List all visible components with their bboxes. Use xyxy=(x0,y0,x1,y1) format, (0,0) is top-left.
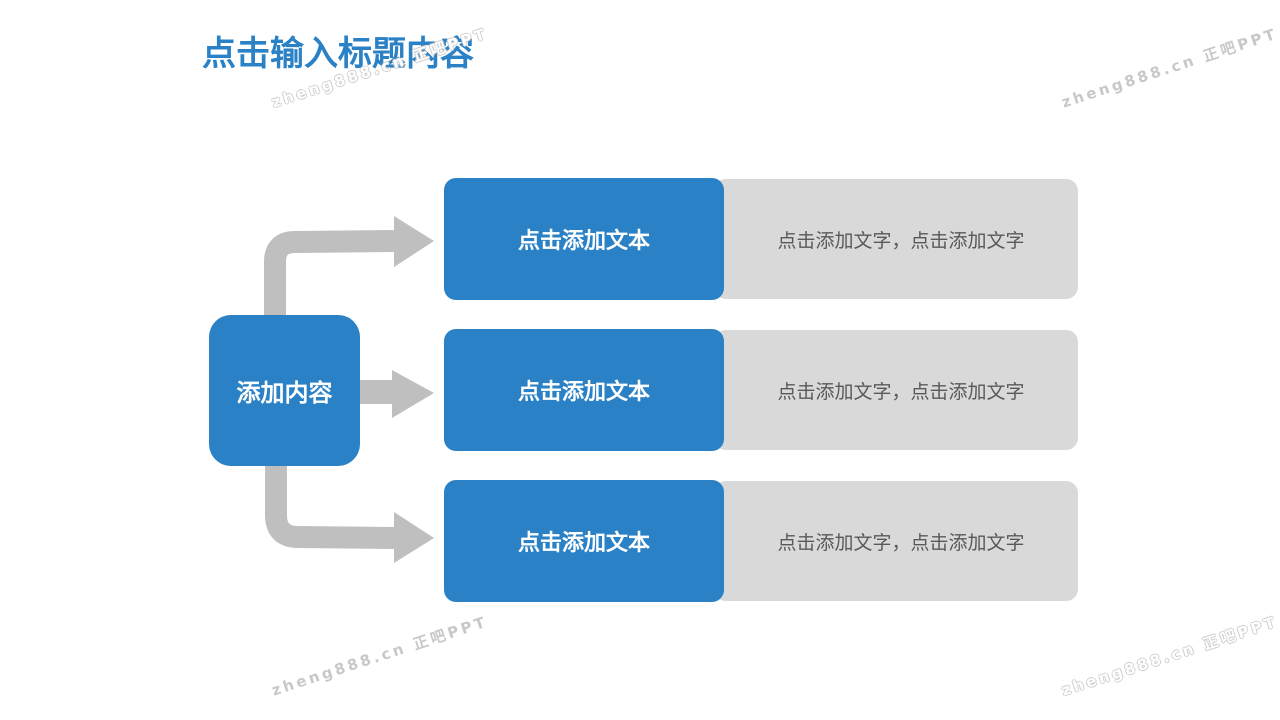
diagram-row: 点击添加文本 点击添加文字，点击添加文字 xyxy=(444,178,1078,300)
row-description-box[interactable]: 点击添加文字，点击添加文字 xyxy=(714,481,1078,601)
row-description: 点击添加文字，点击添加文字 xyxy=(777,380,1025,403)
row-description-box[interactable]: 点击添加文字，点击添加文字 xyxy=(714,330,1078,450)
arrow-head-2 xyxy=(392,370,434,418)
slide-title[interactable]: 点击输入标题内容 xyxy=(202,34,474,74)
row-label-box[interactable]: 点击添加文本 xyxy=(444,480,724,602)
row-label: 点击添加文本 xyxy=(517,229,650,254)
row-label: 点击添加文本 xyxy=(517,531,650,556)
center-node[interactable]: 添加内容 xyxy=(209,315,360,466)
diagram-row: 点击添加文本 点击添加文字，点击添加文字 xyxy=(444,480,1078,602)
row-label: 点击添加文本 xyxy=(517,380,650,405)
arrow-to-row-3 xyxy=(265,462,399,549)
arrow-to-row-1 xyxy=(264,230,399,320)
diagram-row: 点击添加文本 点击添加文字，点击添加文字 xyxy=(444,329,1078,451)
row-description-box[interactable]: 点击添加文字，点击添加文字 xyxy=(714,179,1078,299)
row-label-box[interactable]: 点击添加文本 xyxy=(444,178,724,300)
center-node-label: 添加内容 xyxy=(236,379,333,407)
row-description: 点击添加文字，点击添加文字 xyxy=(777,229,1025,252)
row-description: 点击添加文字，点击添加文字 xyxy=(777,531,1025,554)
arrow-head-1 xyxy=(394,216,434,267)
row-label-box[interactable]: 点击添加文本 xyxy=(444,329,724,451)
arrow-to-row-2 xyxy=(358,380,396,404)
arrow-head-3 xyxy=(394,512,434,563)
